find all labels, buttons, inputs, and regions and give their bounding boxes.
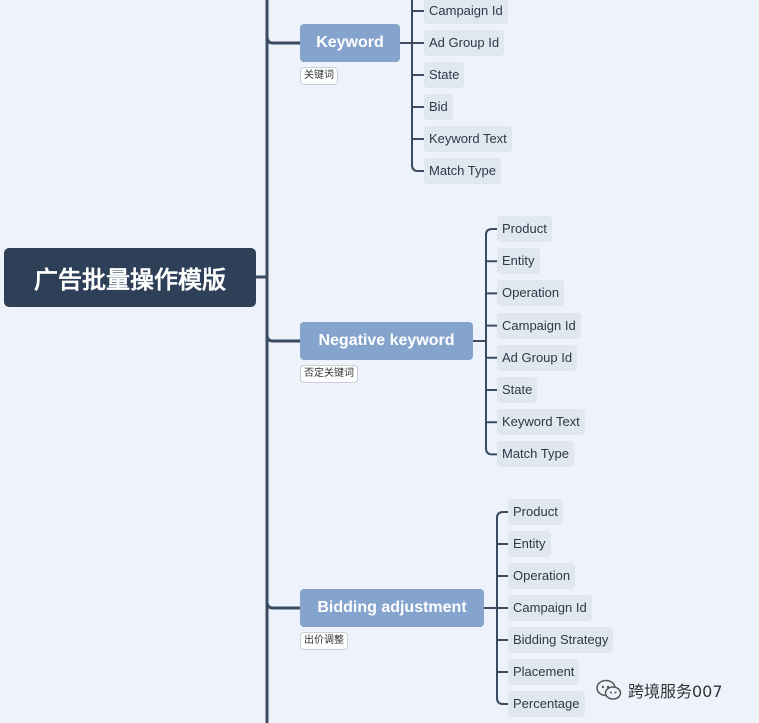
leaf-bid[interactable]: Bid [424,94,453,120]
leaf-state[interactable]: State [497,377,538,403]
leaf-keyword-text[interactable]: Keyword Text [424,126,512,152]
leaf-match-type[interactable]: Match Type [497,441,574,468]
connector-line [485,447,498,456]
branch-negative-keyword[interactable]: Negative keyword [300,322,473,360]
leaf-campaign-id[interactable]: Campaign Id [424,0,508,24]
leaf-entity[interactable]: Entity [508,531,551,557]
leaf-campaign-id[interactable]: Campaign Id [497,312,581,339]
connector-line [485,228,498,236]
root-topic[interactable]: 广告批量操作模版 [4,248,256,307]
leaf-product[interactable]: Product [508,499,563,525]
watermark: 跨境服务007 [596,677,723,703]
leaf-percentage[interactable]: Percentage [508,691,585,717]
branch-keyword-note: 关键词 [300,67,338,85]
leaf-product[interactable]: Product [497,216,552,242]
connector-line [265,600,302,610]
connector-line [496,511,509,519]
branch-keyword[interactable]: Keyword [300,24,400,62]
leaf-state[interactable]: State [424,62,465,88]
branch-negative-keyword-note: 否定关键词 [300,365,358,383]
leaf-placement[interactable]: Placement [508,659,580,685]
watermark-text: 跨境服务007 [628,682,723,701]
connector-line [496,697,509,705]
connector-line [265,35,302,45]
connector-line [411,164,425,172]
leaf-keyword-text[interactable]: Keyword Text [497,409,585,436]
branch-bidding-adjustment[interactable]: Bidding adjustment [300,589,484,627]
leaf-operation[interactable]: Operation [497,280,565,307]
leaf-ad-group-id[interactable]: Ad Group Id [497,344,578,371]
leaf-campaign-id[interactable]: Campaign Id [508,595,592,621]
leaf-match-type[interactable]: Match Type [424,158,501,184]
branch-bidding-adjustment-note: 出价调整 [300,632,348,650]
leaf-entity[interactable]: Entity [497,248,540,275]
connector-line [265,333,302,343]
leaf-bidding-strategy[interactable]: Bidding Strategy [508,627,614,653]
wechat-icon [596,679,622,700]
leaf-ad-group-id[interactable]: Ad Group Id [424,30,505,56]
leaf-operation[interactable]: Operation [508,563,576,589]
